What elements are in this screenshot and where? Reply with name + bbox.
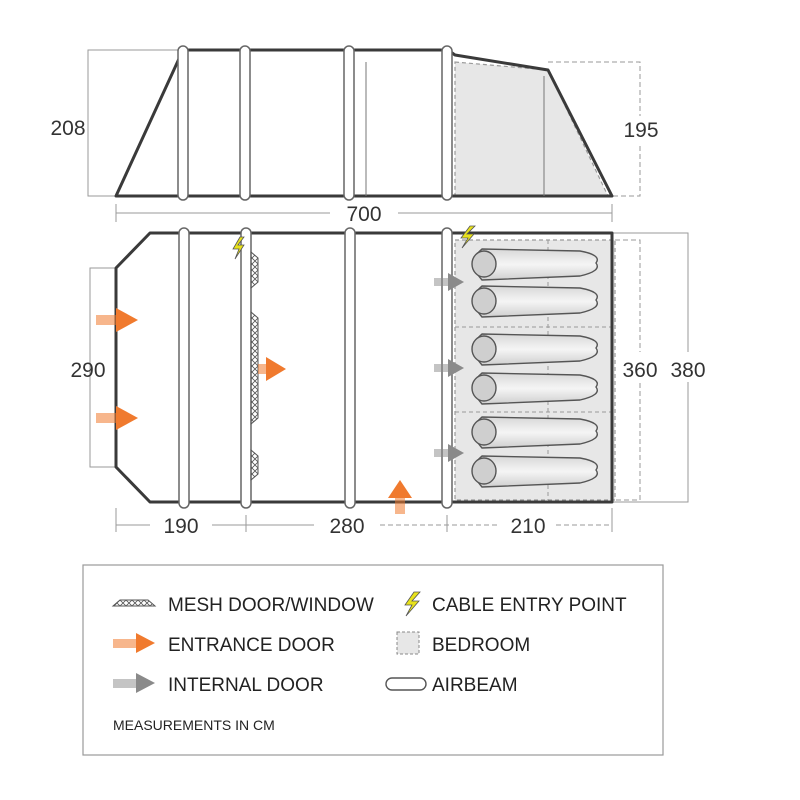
side-height-right-guide [548, 61, 641, 197]
dim-section-3: 210 [510, 515, 545, 538]
cable-entry-icon-2 [460, 225, 476, 249]
floor-tent-outline [114, 231, 614, 504]
floor-plan: 290 360 380 [70, 225, 710, 538]
mesh-window-2 [250, 448, 259, 482]
internal-door-2 [434, 359, 464, 377]
dim-side-height-right-label: 195 [623, 119, 658, 142]
sleeping-bag-4 [471, 372, 598, 405]
internal-door-1 [434, 273, 464, 291]
side-view: 208 195 700 [50, 45, 662, 226]
legend-box [82, 564, 664, 756]
dim-side-height-left: 208 [50, 117, 85, 140]
legend-bedroom-label: BEDROOM [432, 635, 530, 656]
dim-section-1: 190 [163, 515, 198, 538]
floor-airbeam-1 [178, 227, 190, 509]
side-airbeam-1 [177, 45, 189, 201]
side-airbeam-2 [239, 45, 251, 201]
side-height-left-guide [87, 49, 183, 197]
dashed-square-icon [396, 631, 420, 655]
entrance-door-left-2 [96, 406, 138, 430]
cable-entry-icon-1 [232, 236, 245, 260]
sleeping-bag-6 [471, 455, 598, 488]
legend-mesh-label: MESH DOOR/WINDOW [168, 595, 374, 616]
entrance-door-left-1 [96, 308, 138, 332]
floor-airbeam-3 [344, 227, 356, 509]
legend: MESH DOOR/WINDOW CABLE ENTRY POINT ENTRA… [82, 564, 664, 756]
side-bedroom-area [454, 61, 609, 197]
side-airbeam-3 [343, 45, 355, 201]
floor-airbeam-2 [240, 227, 252, 509]
dim-total-width: 380 [670, 359, 705, 382]
internal-door-3 [434, 444, 464, 462]
dim-total-length: 700 [346, 203, 381, 226]
dim-bedroom-width: 360 [622, 359, 657, 382]
legend-entrance-label: ENTRANCE DOOR [168, 635, 335, 656]
mesh-window-1 [250, 250, 259, 290]
grey-arrow-icon [136, 673, 155, 693]
rounded-pill-icon [385, 677, 427, 691]
sleeping-bag-3 [471, 333, 598, 366]
legend-airbeam-label: AIRBEAM [432, 675, 518, 696]
sleeping-bags [471, 248, 598, 488]
side-airbeam-4 [441, 45, 453, 201]
entrance-door-inner [258, 357, 286, 381]
dim-width-front: 290 [70, 359, 105, 382]
lightning-bolt-icon [404, 591, 421, 617]
width-front-guide [89, 267, 116, 468]
sleeping-bag-1 [471, 248, 598, 281]
legend-cable-label: CABLE ENTRY POINT [432, 595, 627, 616]
orange-arrow-icon [136, 633, 155, 653]
sleeping-bag-2 [471, 285, 598, 318]
mesh-door [250, 310, 259, 426]
entrance-door-bottom [388, 480, 412, 514]
measurements-note: MEASUREMENTS IN CM [113, 717, 275, 733]
legend-internal-label: INTERNAL DOOR [168, 675, 324, 696]
sleeping-bag-5 [471, 416, 598, 449]
mesh-swatch-icon [111, 599, 157, 607]
dim-section-2: 280 [329, 515, 364, 538]
